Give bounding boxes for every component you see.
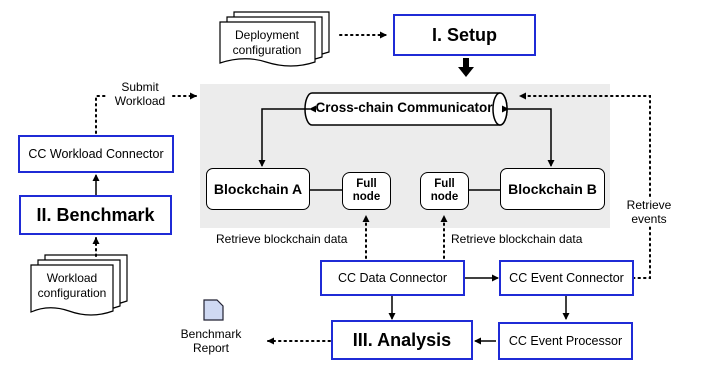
full-node-right-line2: node — [430, 191, 459, 203]
workload-config-text: Workload configuration — [31, 271, 113, 301]
benchmark-report-line1: Benchmark — [180, 327, 242, 341]
deployment-config-doc-icon — [219, 11, 330, 67]
retrieve-events-label: Retrieve events — [620, 198, 678, 226]
event-connector-box: CC Event Connector — [499, 260, 634, 296]
benchmark-report-line2: Report — [192, 341, 230, 355]
deployment-config-line2: configuration — [232, 43, 302, 57]
deployment-config-text: Deployment configuration — [222, 28, 312, 58]
blockchain-a-box: Blockchain A — [206, 168, 310, 210]
workload-config-line2: configuration — [37, 286, 107, 300]
workload-config-line1: Workload — [46, 271, 98, 285]
submit-workload-line1: Submit — [121, 80, 159, 94]
workload-connector-box: CC Workload Connector — [18, 135, 174, 173]
retrieve-data-right-label: Retrieve blockchain data — [451, 232, 583, 246]
submit-workload-label: Submit Workload — [108, 80, 172, 108]
event-processor-box: CC Event Processor — [498, 322, 633, 360]
submit-workload-line2: Workload — [114, 94, 166, 108]
full-node-left-line1: Full — [356, 178, 377, 190]
data-connector-box: CC Data Connector — [320, 260, 465, 296]
full-node-left-line2: node — [352, 191, 381, 203]
benchmark-report-label: Benchmark Report — [170, 327, 252, 355]
communicator-label: Cross-chain Communicator — [315, 100, 493, 115]
deployment-config-line1: Deployment — [234, 28, 300, 42]
analysis-box: III. Analysis — [331, 320, 473, 360]
full-node-right: Full node — [420, 172, 469, 210]
full-node-right-line1: Full — [434, 178, 455, 190]
benchmark-box: II. Benchmark — [19, 195, 172, 235]
report-page-icon — [203, 299, 224, 321]
communicator-cylinder — [304, 92, 508, 126]
workload-config-doc-icon — [30, 254, 128, 316]
setup-box: I. Setup — [393, 14, 536, 56]
retrieve-events-line1: Retrieve — [626, 198, 672, 212]
full-node-left: Full node — [342, 172, 391, 210]
blockchain-b-box: Blockchain B — [500, 168, 605, 210]
retrieve-data-left-label: Retrieve blockchain data — [216, 232, 348, 246]
retrieve-events-line2: events — [631, 212, 667, 226]
